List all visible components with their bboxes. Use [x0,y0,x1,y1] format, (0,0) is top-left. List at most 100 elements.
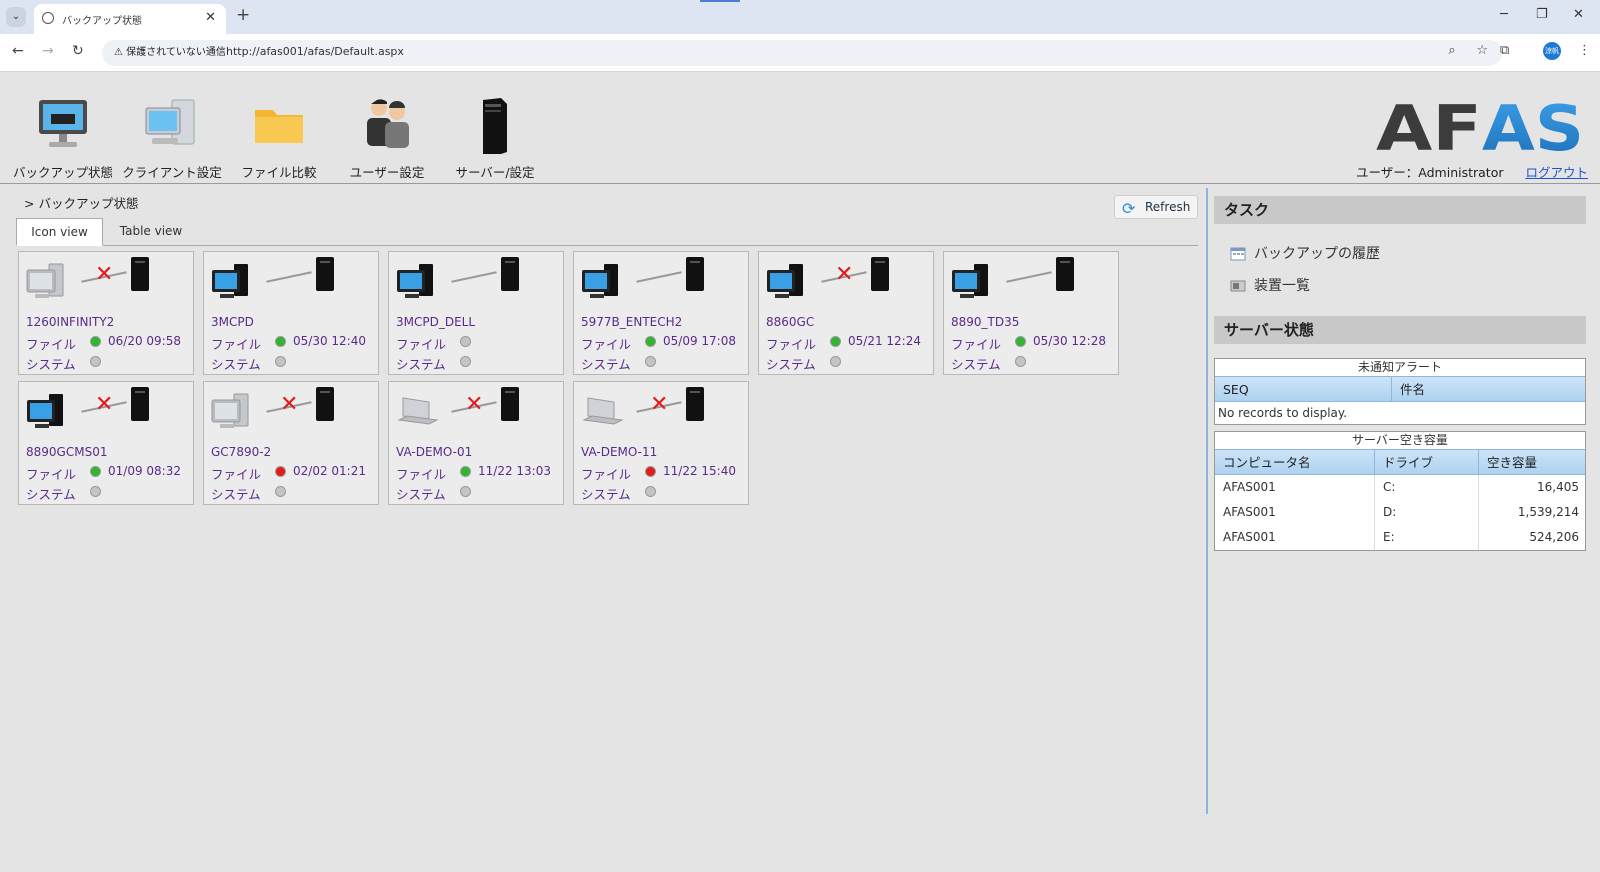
toolbar-backup-status[interactable]: バックアップ状態 [8,94,118,181]
user-line: ユーザー：Administrator ログアウト [1356,162,1588,181]
zoom-icon[interactable]: ⌕ [1448,43,1456,58]
file-status-dot-icon [460,466,471,477]
client-name[interactable]: VA-DEMO-11 [581,445,658,459]
server-status-header: サーバー状態 [1214,316,1586,344]
globe-icon [42,12,54,24]
logout-link[interactable]: ログアウト [1525,165,1588,180]
task-device-list[interactable]: 装置一覧 [1214,270,1586,302]
profile-avatar[interactable]: 涼帆 [1543,42,1561,60]
system-status-row: システム [951,354,1026,373]
file-status-dot-icon [460,336,471,347]
server-icon [501,257,519,291]
toolbar-client-settings[interactable]: クライアント設定 [117,94,227,181]
tab-icon-view[interactable]: Icon view [16,218,103,246]
client-name[interactable]: 8890GCMS01 [26,445,108,459]
client-card[interactable]: ✕ GC7890-2 ファイル 02/02 01:21 システム [203,381,379,505]
menu-kebab-icon[interactable]: ⋮ [1578,43,1591,58]
table-row[interactable]: AFAS001 C: 16,405 [1215,475,1585,500]
client-name[interactable]: VA-DEMO-01 [396,445,473,459]
toolbar-user-settings[interactable]: ユーザー設定 [332,94,442,181]
client-card[interactable]: 8890_TD35 ファイル 05/30 12:28 システム [943,251,1119,375]
new-tab-plus-icon[interactable]: + [236,5,251,25]
computer-icon [142,94,202,154]
cell-drive: D: [1375,500,1479,525]
server-icon [871,257,889,291]
server-icon [686,257,704,291]
file-label: ファイル [581,337,632,352]
breadcrumb: > バックアップ状態 [24,196,139,211]
file-label: ファイル [211,467,262,482]
file-label: ファイル [26,467,77,482]
disconnected-x-icon: ✕ [465,392,484,417]
client-name[interactable]: 3MCPD [211,315,254,329]
connection-line [1006,271,1052,283]
file-backup-time: 11/22 13:03 [478,464,551,478]
server-icon [316,387,334,421]
security-warning[interactable]: ⚠ 保護されていない通信 [114,47,226,58]
file-status-dot-icon [90,466,101,477]
bookmark-star-icon[interactable]: ☆ [1476,43,1488,58]
tab-search-chevron-icon[interactable]: ⌄ [6,7,26,27]
refresh-button[interactable]: ⟳ Refresh [1114,195,1198,219]
minimize-icon[interactable]: ─ [1500,7,1508,22]
column-header-seq[interactable]: SEQ [1215,377,1392,401]
computer-icon [580,262,626,302]
toolbar-file-compare[interactable]: ファイル比較 [224,94,334,181]
disconnected-x-icon: ✕ [280,392,299,417]
column-header-free-space[interactable]: 空き容量 [1487,455,1538,470]
window-close-icon[interactable]: ✕ [1573,7,1584,22]
omnibox[interactable]: ⚠ 保護されていない通信 http://afas001/afas/Default… [102,40,1502,66]
browser-tab[interactable]: バックアップ状態 ✕ [34,4,226,34]
computer-icon [765,262,811,302]
computer-icon [580,392,626,432]
table-row[interactable]: AFAS001 D: 1,539,214 [1215,500,1585,525]
file-backup-time: 05/30 12:28 [1033,334,1106,348]
disconnected-x-icon: ✕ [95,262,114,287]
column-header-subject[interactable]: 件名 [1400,382,1426,397]
file-backup-time: 11/22 15:40 [663,464,736,478]
column-header-drive[interactable]: ドライブ [1375,450,1479,474]
client-name[interactable]: 8890_TD35 [951,315,1020,329]
table-row[interactable]: AFAS001 E: 524,206 [1215,525,1585,550]
system-label: システム [211,487,261,502]
system-status-dot-icon [830,356,841,367]
panel-splitter[interactable] [1206,188,1208,814]
refresh-label: Refresh [1145,200,1191,214]
svg-text:AS: AS [1482,100,1584,156]
url-text[interactable]: http://afas001/afas/Default.aspx [226,45,404,58]
task-backup-history[interactable]: バックアップの履歴 [1214,238,1586,270]
system-status-row: システム [396,484,471,503]
column-header-computer[interactable]: コンピュータ名 [1215,450,1375,474]
extensions-puzzle-icon[interactable]: ⧉ [1500,43,1510,58]
computer-icon [395,262,441,302]
reload-icon[interactable]: ↻ [72,43,84,59]
file-backup-time: 02/02 01:21 [293,464,366,478]
close-tab-icon[interactable]: ✕ [205,10,216,25]
restore-icon[interactable]: ❐ [1536,7,1548,22]
app-toolbar: バックアップ状態 クライアント設定 ファイル比較 [0,72,1600,184]
file-label: ファイル [951,337,1002,352]
system-status-row: システム [26,354,101,373]
system-status-dot-icon [90,486,101,497]
client-name[interactable]: 8860GC [766,315,815,329]
toolbar-server-settings[interactable]: サーバー/設定 [440,94,550,181]
client-name[interactable]: 3MCPD_DELL [396,315,476,329]
back-arrow-icon[interactable]: ← [12,43,24,59]
cell-free-space: 16,405 [1537,480,1579,494]
tab-table-view[interactable]: Table view [119,224,183,238]
client-name[interactable]: 5977B_ENTECH2 [581,315,683,329]
client-name[interactable]: 1260INFINITY2 [26,315,115,329]
client-name[interactable]: GC7890-2 [211,445,272,459]
users-icon [357,94,417,154]
free-space-grid: サーバー空き容量 コンピュータ名 ドライブ 空き容量 AFAS001 C: 16… [1214,431,1586,551]
forward-arrow-icon[interactable]: → [42,43,54,59]
